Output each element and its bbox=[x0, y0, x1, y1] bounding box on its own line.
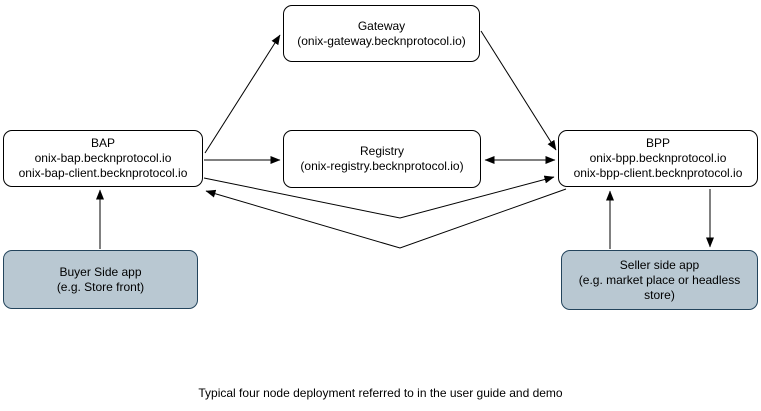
node-seller-app: Seller side app (e.g. market place or he… bbox=[561, 250, 758, 310]
node-registry: Registry (onix-registry.becknprotocol.io… bbox=[283, 130, 481, 188]
bpp-client-domain: onix-bpp-client.becknprotocol.io bbox=[573, 166, 743, 180]
bap-domain: onix-bap.becknprotocol.io bbox=[34, 151, 172, 165]
diagram-caption: Typical four node deployment referred to… bbox=[198, 386, 563, 400]
node-bap: BAP onix-bap.becknprotocol.io onix-bap-c… bbox=[3, 130, 203, 187]
node-gateway: Gateway (onix-gateway.becknprotocol.io) bbox=[283, 5, 480, 62]
buyer-app-example: (e.g. Store front) bbox=[56, 279, 145, 294]
edge-bap-bpp bbox=[203, 175, 555, 219]
node-buyer-app: Buyer Side app (e.g. Store front) bbox=[3, 250, 198, 309]
buyer-app-title: Buyer Side app bbox=[59, 264, 142, 279]
gateway-domain: (onix-gateway.becknprotocol.io) bbox=[297, 33, 466, 48]
edge-gateway-bpp bbox=[480, 30, 557, 151]
bpp-domain: onix-bpp.becknprotocol.io bbox=[589, 151, 727, 165]
registry-title: Registry bbox=[359, 144, 404, 158]
bap-title: BAP bbox=[90, 136, 115, 150]
edge-bpp-bap bbox=[205, 188, 567, 249]
seller-app-title: Seller side app bbox=[619, 257, 700, 272]
node-bpp: BPP onix-bpp.becknprotocol.io onix-bpp-c… bbox=[558, 130, 758, 187]
seller-app-example: (e.g. market place or headless store) bbox=[578, 272, 741, 302]
registry-domain: (onix-registry.becknprotocol.io) bbox=[300, 159, 464, 173]
bap-client-domain: onix-bap-client.becknprotocol.io bbox=[18, 166, 188, 180]
edge-bap-gateway bbox=[204, 34, 281, 154]
gateway-title: Gateway bbox=[357, 18, 406, 33]
bpp-title: BPP bbox=[645, 136, 670, 150]
